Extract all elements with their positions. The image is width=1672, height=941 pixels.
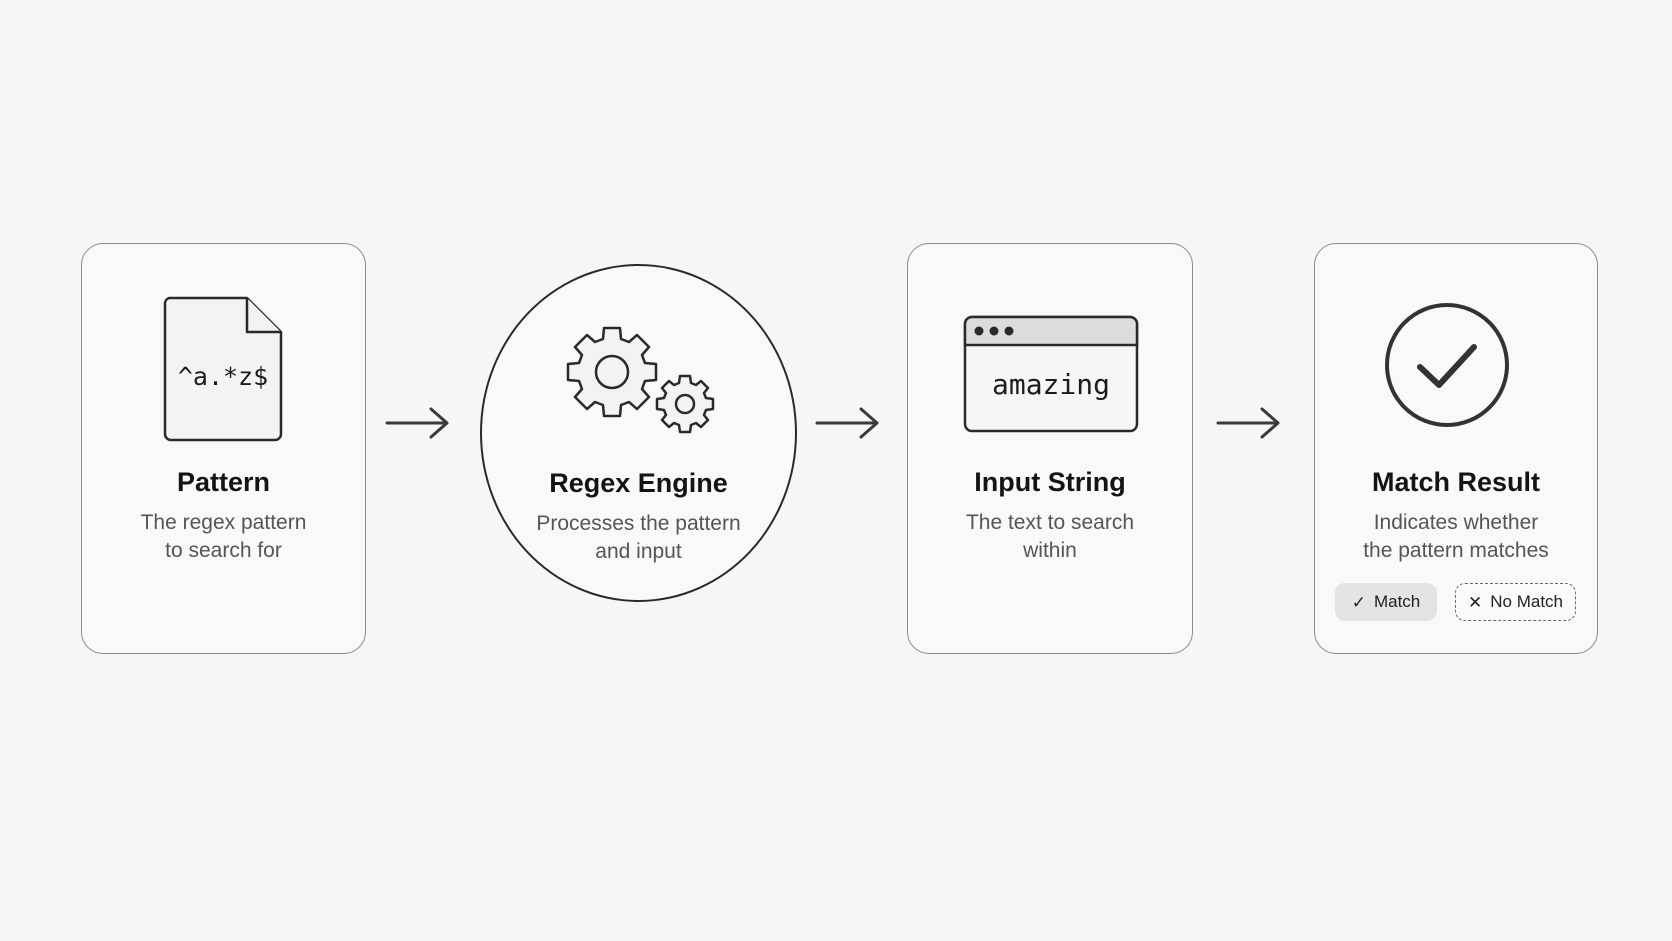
arrow-right-icon <box>385 407 449 439</box>
gears-icon <box>566 326 715 434</box>
no-match-badge-label: No Match <box>1490 592 1563 611</box>
window-dot-icon <box>1004 326 1014 336</box>
input-string-card: amazing Input String The text to search … <box>907 243 1193 654</box>
match-badge-label: Match <box>1373 592 1421 611</box>
document-icon: ^a.*z$ <box>163 296 283 442</box>
pattern-text: ^a.*z$ <box>178 362 268 391</box>
x-icon: ✕ <box>1468 592 1483 612</box>
arrow-right-icon <box>1216 407 1280 439</box>
match-result-title: Match Result <box>1371 467 1541 497</box>
match-result-description: Indicates whether the pattern matches <box>1363 511 1549 562</box>
pattern-description: The regex pattern to search for <box>140 511 307 562</box>
regex-engine-description: Processes the pattern and input <box>536 512 741 563</box>
match-result-card: Match Result Indicates whether the patte… <box>1314 243 1598 654</box>
input-string-text: amazing <box>992 368 1110 401</box>
window-dot-icon <box>989 326 999 336</box>
check-icon: ✓ <box>1351 592 1366 612</box>
arrow-right-icon <box>815 407 879 439</box>
pattern-card: ^a.*z$ Pattern The regex pattern to sear… <box>81 243 366 654</box>
input-string-title: Input String <box>974 467 1126 497</box>
match-badge: ✓ Match <box>1335 583 1437 621</box>
window-dot-icon <box>974 326 984 336</box>
browser-window-icon: amazing <box>963 315 1139 433</box>
pattern-title: Pattern <box>176 467 271 497</box>
regex-engine-title: Regex Engine <box>549 468 728 498</box>
no-match-badge: ✕ No Match <box>1455 583 1576 621</box>
input-string-description: The text to search within <box>965 511 1135 562</box>
check-circle-icon <box>1385 303 1509 427</box>
regex-engine-circle: Regex Engine Processes the pattern and i… <box>480 264 797 602</box>
